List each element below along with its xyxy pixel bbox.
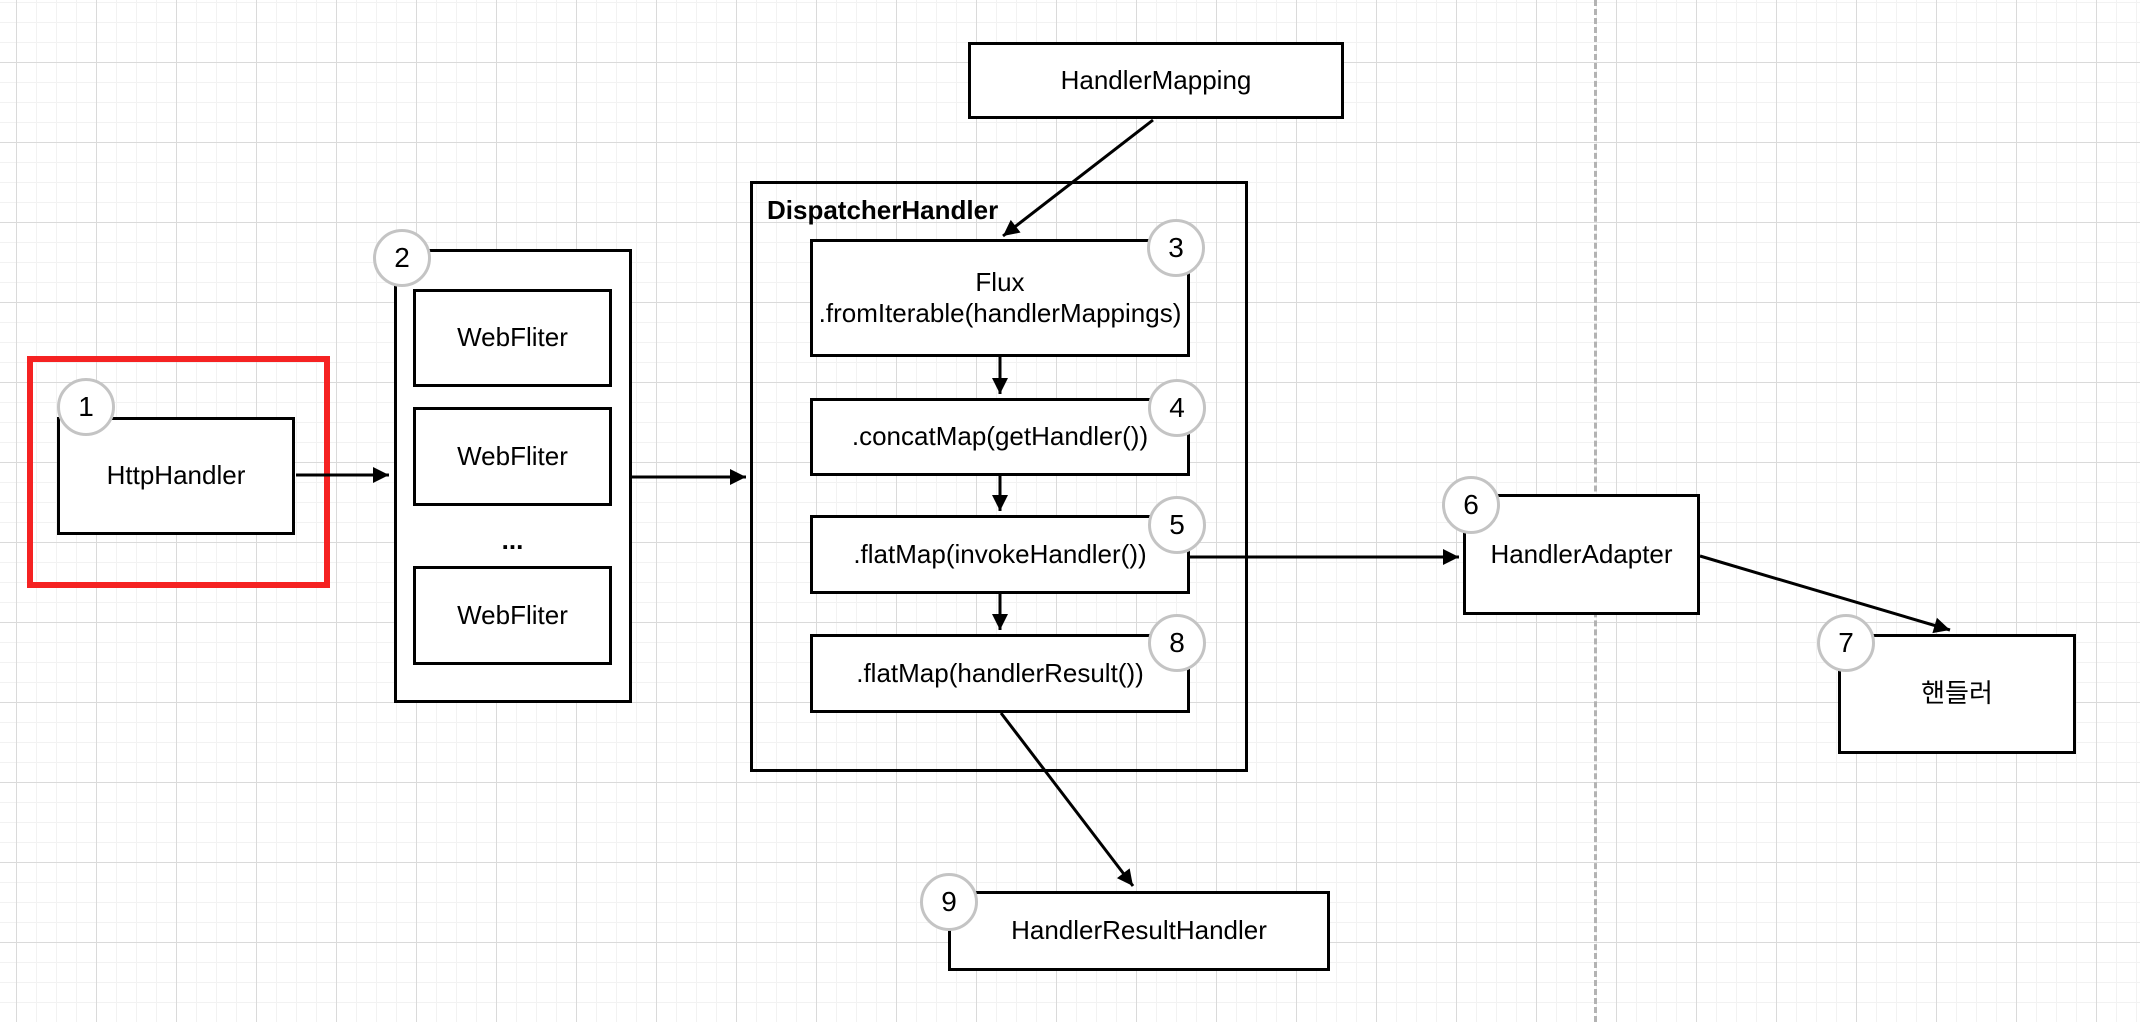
node-flatmap-handlerresult[interactable]: .flatMap(handlerResult()) xyxy=(810,634,1190,713)
node-flux-from-iterable[interactable]: Flux .fromIterable(handlerMappings) xyxy=(810,239,1190,357)
node-webfilter-3[interactable]: WebFliter xyxy=(413,566,612,665)
badge-7[interactable]: 7 xyxy=(1817,614,1875,672)
node-flux-from-iterable-label: Flux .fromIterable(handlerMappings) xyxy=(819,267,1182,329)
badge-7-label: 7 xyxy=(1838,627,1854,658)
highlight-rectangle[interactable] xyxy=(27,356,330,588)
badge-6-label: 6 xyxy=(1463,489,1479,520)
badge-1[interactable]: 1 xyxy=(57,378,115,436)
node-concatmap-gethandler-label: .concatMap(getHandler()) xyxy=(851,421,1149,452)
flux-line1: Flux xyxy=(975,266,1025,297)
badge-2-label: 2 xyxy=(394,242,410,273)
flux-line2: .fromIterable(handlerMappings) xyxy=(818,298,1182,328)
badge-4-label: 4 xyxy=(1169,392,1185,423)
node-webfilter-1[interactable]: WebFliter xyxy=(413,289,612,387)
node-concatmap-gethandler[interactable]: .concatMap(getHandler()) xyxy=(810,398,1190,476)
badge-8[interactable]: 8 xyxy=(1148,614,1206,672)
badge-3[interactable]: 3 xyxy=(1147,219,1205,277)
node-flatmap-invokehandler-label: .flatMap(invokeHandler()) xyxy=(853,538,1147,569)
node-handler-result-handler-label: HandlerResultHandler xyxy=(1011,915,1267,946)
badge-9-label: 9 xyxy=(941,886,957,917)
node-handler-mapping[interactable]: HandlerMapping xyxy=(968,42,1344,119)
badge-6[interactable]: 6 xyxy=(1442,476,1500,534)
badge-2[interactable]: 2 xyxy=(373,229,431,287)
badge-5[interactable]: 5 xyxy=(1148,496,1206,554)
node-webfilter-1-label: WebFliter xyxy=(457,322,568,353)
node-flatmap-handlerresult-label: .flatMap(handlerResult()) xyxy=(856,657,1144,688)
dispatcher-handler-title: DispatcherHandler xyxy=(767,195,999,225)
node-handler-adapter[interactable]: HandlerAdapter xyxy=(1463,494,1700,615)
badge-4[interactable]: 4 xyxy=(1148,379,1206,437)
node-handler-korean[interactable]: 핸들러 xyxy=(1838,634,2076,754)
badge-9[interactable]: 9 xyxy=(920,873,978,931)
node-webfilter-2-label: WebFliter xyxy=(457,440,568,471)
webfilter-ellipsis: ... xyxy=(413,520,612,560)
webfilter-ellipsis-label: ... xyxy=(501,524,524,555)
node-webfilter-3-label: WebFliter xyxy=(457,599,568,630)
badge-1-label: 1 xyxy=(78,391,94,422)
node-handler-korean-label: 핸들러 xyxy=(1921,678,1993,709)
node-flatmap-invokehandler[interactable]: .flatMap(invokeHandler()) xyxy=(810,515,1190,594)
badge-8-label: 8 xyxy=(1169,627,1185,658)
node-handler-result-handler[interactable]: HandlerResultHandler xyxy=(948,891,1330,971)
node-http-handler-label: HttpHandler xyxy=(106,460,246,491)
badge-3-label: 3 xyxy=(1168,232,1184,263)
node-handler-adapter-label: HandlerAdapter xyxy=(1490,538,1673,569)
node-dispatcher-handler[interactable]: DispatcherHandler xyxy=(750,181,1248,772)
badge-5-label: 5 xyxy=(1169,509,1185,540)
node-http-handler[interactable]: HttpHandler xyxy=(57,417,295,535)
arrow-handleradapter-to-handler[interactable] xyxy=(1699,554,1951,634)
node-handler-mapping-label: HandlerMapping xyxy=(1060,64,1252,95)
node-webfilter-2[interactable]: WebFliter xyxy=(413,407,612,506)
